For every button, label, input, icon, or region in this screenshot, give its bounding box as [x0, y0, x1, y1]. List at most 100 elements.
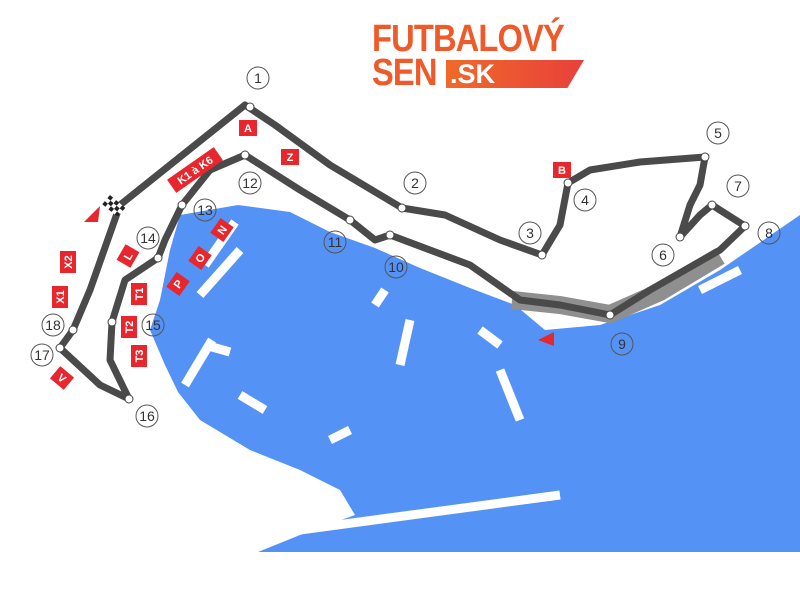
turn-marker-10: 10	[384, 255, 408, 279]
grandstand-box	[121, 316, 137, 338]
grandstand-box	[210, 218, 234, 242]
turn-dot	[55, 343, 65, 353]
grandstand-label: X2	[63, 255, 75, 268]
turn-circle	[403, 171, 427, 195]
turn-dot	[605, 310, 615, 320]
turn-dot	[707, 200, 717, 210]
turn-number: 11	[328, 234, 343, 250]
turn-dot	[107, 317, 117, 327]
turn-marker-4: 4	[573, 188, 597, 212]
grandstand-label: B	[558, 165, 566, 177]
grandstand-box	[131, 283, 147, 305]
turn-circle	[135, 404, 159, 428]
turn-marker-5: 5	[706, 121, 730, 145]
turn-marker-11: 11	[323, 230, 347, 254]
turn-number: 6	[659, 247, 667, 263]
turn-number: 18	[45, 317, 61, 333]
turn-circle	[757, 221, 781, 245]
turn-circle	[136, 226, 160, 250]
turn-marker-3: 3	[518, 221, 542, 245]
turn-marker-18: 18	[41, 313, 65, 337]
checkered-flag-icon	[102, 195, 126, 218]
grandstand-label: T1	[134, 288, 146, 301]
turn-marker-1: 1	[246, 66, 270, 90]
turn-dot	[240, 150, 250, 160]
turn-dot	[153, 253, 163, 263]
logo-suffix: .SK	[450, 59, 496, 89]
grandstand-box	[60, 251, 76, 273]
grandstand-label: T2	[124, 321, 136, 334]
turn-circle	[323, 230, 347, 254]
grandstand-box	[239, 120, 257, 136]
turn-dot	[700, 152, 710, 162]
grandstand-box	[49, 366, 75, 390]
turn-dot	[385, 230, 395, 240]
grandstand-z: Z	[281, 149, 299, 165]
turn-number: 4	[581, 192, 589, 208]
turn-dot	[177, 200, 187, 210]
turn-circle	[30, 343, 54, 367]
turn-number: 2	[411, 175, 419, 191]
grandstand-label: X1	[55, 290, 67, 303]
turn-dots	[55, 102, 750, 404]
grandstand-x1: X1	[52, 286, 68, 308]
turn-number: 3	[526, 225, 534, 241]
turn-number: 14	[140, 230, 156, 246]
grandstand-box	[188, 246, 212, 270]
grandstand-t3: T3	[131, 345, 147, 367]
grandstand-box	[167, 147, 223, 193]
logo-line1: FUTBALOVÝ	[372, 18, 565, 60]
turn-dot	[124, 394, 134, 404]
turn-dot	[537, 250, 547, 260]
turn-number: 17	[34, 347, 50, 363]
grandstand-t1: T1	[131, 283, 147, 305]
turn-circle	[726, 174, 750, 198]
turn-number: 7	[734, 178, 742, 194]
grandstand-box	[116, 244, 140, 268]
grandstand-x2: X2	[60, 251, 76, 273]
turn-number: 15	[145, 317, 161, 333]
logo: .SK FUTBALOVÝ SEN	[372, 18, 584, 92]
turn-circle	[193, 198, 217, 222]
grandstand-p: P	[166, 272, 190, 296]
grandstand-label: Z	[287, 152, 294, 164]
turn-circle	[610, 332, 634, 356]
grandstand-label: A	[244, 123, 252, 135]
turn-dot	[563, 178, 573, 188]
logo-line2: SEN	[372, 52, 437, 94]
turn-number: 1	[254, 70, 262, 86]
turn-marker-13: 13	[193, 198, 217, 222]
grandstand-o: O	[188, 246, 212, 270]
turn-marker-6: 6	[651, 243, 675, 267]
turn-circle	[573, 188, 597, 212]
turn-circle	[238, 171, 262, 195]
turn-dot	[675, 232, 685, 242]
grandstand-box	[166, 272, 190, 296]
grandstand-box	[131, 345, 147, 367]
turn-circle	[246, 66, 270, 90]
turn-marker-8: 8	[757, 221, 781, 245]
turn-circle	[41, 313, 65, 337]
turn-circle	[651, 243, 675, 267]
turn-dot	[397, 203, 407, 213]
grandstand-box	[281, 149, 299, 165]
turn-number: 5	[714, 125, 722, 141]
turn-number: 13	[197, 202, 213, 218]
turn-marker-16: 16	[135, 404, 159, 428]
turn-marker-14: 14	[136, 226, 160, 250]
grandstand-label: T3	[134, 350, 146, 363]
turn-dot	[245, 102, 255, 112]
turn-marker-7: 7	[726, 174, 750, 198]
turn-marker-15: 15	[141, 313, 165, 337]
harbour-water	[150, 205, 800, 552]
turn-circle	[384, 255, 408, 279]
grandstand-box	[553, 162, 571, 178]
turn-number: 12	[242, 175, 258, 191]
grandstand-v: V	[49, 366, 75, 390]
direction-arrow-icon	[84, 206, 100, 222]
turn-marker-12: 12	[238, 171, 262, 195]
logo-suffix-band: .SK	[446, 60, 584, 88]
grandstand-a: A	[239, 120, 257, 136]
